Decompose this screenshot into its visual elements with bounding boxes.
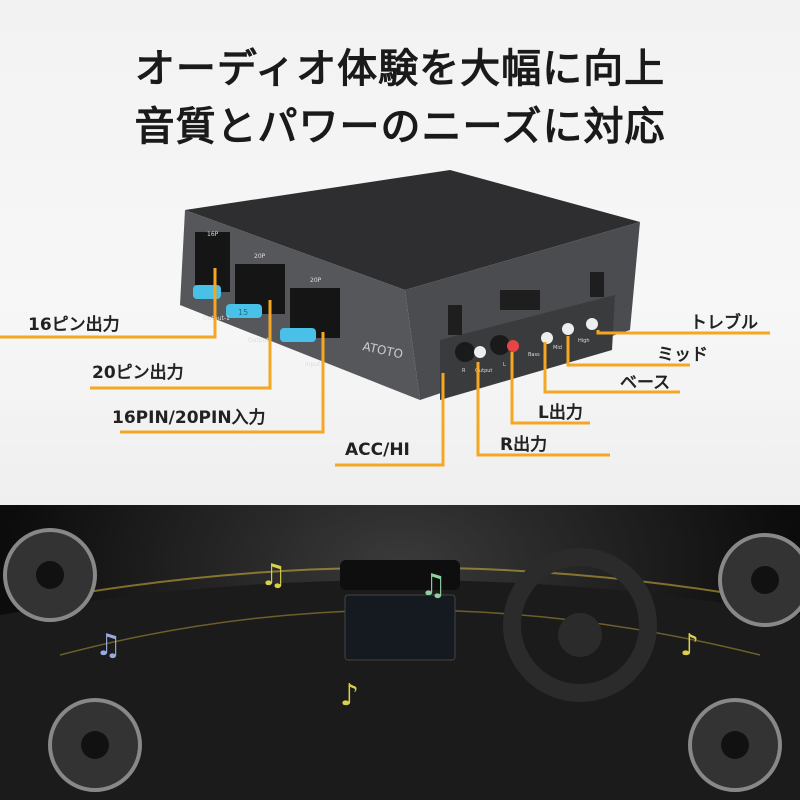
headline-line-2: 音質とパワーのニーズに対応 — [134, 104, 666, 150]
head-unit-screen — [344, 594, 456, 661]
fuse: 15 — [226, 304, 262, 318]
headline-line-1: オーディオ体験を大幅に向上 — [134, 46, 666, 92]
fuse-rating: 15 — [238, 308, 248, 317]
callout-20pin-output: 20ピン出力 — [92, 363, 184, 383]
car-interior-illustration: ♫ ♫ ♪ ♫ ♪ — [0, 528, 800, 800]
port-label: 16P — [207, 231, 219, 238]
callout-lines — [0, 268, 770, 467]
music-note-icon: ♪ — [680, 628, 699, 663]
port-16p — [195, 232, 230, 292]
port-label: 20P — [254, 253, 266, 260]
front-panel-labels: R Output L Bass Mid High — [462, 338, 590, 374]
music-note-icon: ♪ — [340, 678, 359, 713]
rca-r-jack — [474, 346, 486, 358]
mid-knob — [562, 323, 574, 335]
callout-input: 16PIN/20PIN入力 — [112, 408, 266, 428]
amplifier-illustration: 15 16P 20P 20P Output-1 Output Input ATO… — [0, 170, 770, 467]
port-label: 20P — [310, 277, 322, 284]
device-top — [185, 170, 640, 290]
front-label-r: R — [462, 368, 466, 374]
rca-l-jack — [507, 340, 519, 352]
callout-mid: ミッド — [657, 345, 708, 365]
callout-l-output: L出力 — [538, 403, 583, 423]
callout-acc: ACC/HI — [345, 440, 410, 460]
front-label-output: Output — [475, 368, 492, 374]
port-caption: Output — [248, 337, 269, 344]
front-label-high: High — [578, 338, 590, 344]
bass-knob — [541, 332, 553, 344]
callout-r-output: R出力 — [500, 435, 548, 455]
front-label-l: L — [503, 362, 506, 368]
port-caption: Output-1 — [203, 315, 230, 322]
music-note-icon: ♫ — [95, 628, 122, 663]
rca-r-housing — [455, 342, 475, 362]
music-note-icon: ♫ — [260, 558, 287, 593]
speaker — [48, 698, 142, 792]
fuse — [193, 285, 221, 299]
callout-bass: ベース — [620, 373, 671, 393]
steering-wheel-hub — [558, 613, 602, 657]
callout-treble: トレブル — [690, 313, 758, 333]
callout-16pin-output: 16ピン出力 — [28, 315, 120, 335]
speaker — [718, 533, 800, 627]
speaker — [688, 698, 782, 792]
fuse — [280, 328, 316, 342]
front-panel-recess — [440, 295, 615, 400]
speaker — [3, 528, 97, 622]
front-label-mid: Mid — [553, 345, 562, 351]
car-interior-photo: ♫ ♫ ♪ ♫ ♪ — [0, 505, 800, 800]
port-caption: Input — [305, 361, 321, 368]
heat-fins — [448, 272, 604, 335]
music-note-icons: ♫ ♫ ♪ ♫ ♪ — [95, 558, 699, 713]
music-note-icon: ♫ — [420, 568, 447, 603]
rca-l-housing — [490, 335, 510, 355]
steering-wheel — [503, 548, 657, 702]
high-knob — [586, 318, 598, 330]
instrument-display — [340, 560, 460, 590]
front-label-bass: Bass — [528, 352, 540, 358]
